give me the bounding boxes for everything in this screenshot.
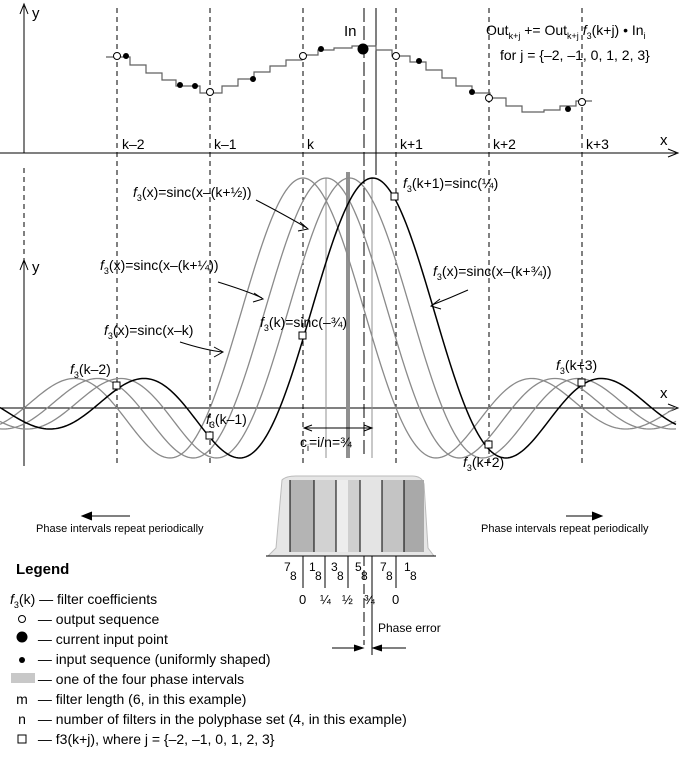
legend-text: — current input point — [37, 631, 168, 647]
curve-label-k: f3(x)=sinc(x–k) — [104, 322, 193, 341]
legend-item-output: — output sequence — [10, 609, 159, 629]
in-label: In — [344, 23, 357, 40]
formula-line-2: for j = {–2, –1, 0, 1, 2, 3} — [500, 47, 650, 63]
legend-text: — number of filters in the polyphase set… — [37, 711, 407, 727]
ci-arrow-right — [363, 424, 374, 432]
mid-x-label: x — [660, 385, 668, 402]
ci-label: ci=i/n=¾ — [300, 434, 352, 453]
legend-text: — f3(k+j), where j = {–2, –1, 0, 1, 2, 3… — [37, 731, 275, 747]
phase-value: 0 — [392, 592, 399, 607]
output-staircase — [106, 45, 592, 113]
legend-text: — input sequence (uniformly shaped) — [37, 651, 271, 667]
mid-y-arrow — [19, 258, 29, 271]
fraction-den: 8 — [290, 569, 297, 583]
legend-title: Legend — [16, 561, 70, 578]
phase-interval — [290, 480, 314, 552]
curve-label-q1: f3(x)=sinc(x–(k+¼)) — [100, 257, 219, 276]
fraction-den: 8 — [337, 569, 344, 583]
phase-interval — [314, 480, 336, 552]
open-circle-icon — [10, 609, 34, 629]
phase-error-arrowhead-right — [371, 644, 383, 652]
point-label-k: f3(k)=sinc(–¾) — [260, 314, 347, 333]
top-x-arrow — [667, 148, 680, 158]
phase-error-label: Phase error — [378, 621, 441, 635]
legend-text: — output sequence — [37, 611, 160, 627]
leader-arrows — [179, 199, 469, 358]
fraction-num: 5 — [355, 560, 362, 574]
dot-icon — [10, 649, 34, 669]
legend-item-squares: — f3(k+j), where j = {–2, –1, 0, 1, 2, 3… — [10, 729, 274, 749]
open-square-icon — [10, 729, 34, 749]
right-repeat-arrowhead — [591, 511, 604, 521]
fraction-num: 7 — [284, 560, 291, 574]
formula-line-1: Outk+j += Outk+j f3(k+j) • Ini — [486, 22, 646, 41]
curve-label-q2: f3(x)=sinc(x–(k+½)) — [133, 184, 252, 203]
gray-rect-icon — [10, 669, 35, 689]
top-x-label: x — [660, 132, 668, 149]
phase-interval — [382, 480, 404, 552]
phase-interval — [360, 480, 382, 552]
legend-symbol-f3k: f3(k) — [10, 591, 36, 610]
point-label-kp2: f3(k+2) — [463, 454, 504, 473]
top-y-arrow — [19, 2, 29, 15]
phase-value: ¾ — [364, 592, 375, 607]
phase-interval — [336, 480, 348, 552]
tick-label: k+2 — [493, 136, 516, 152]
tick-label: k–2 — [122, 136, 145, 152]
legend-item-filter-length: m — filter length (6, in this example) — [10, 689, 246, 709]
ci-arrow-left — [302, 424, 313, 432]
phase-interval — [348, 480, 360, 552]
input-points — [123, 46, 571, 112]
phase-value: ½ — [342, 592, 353, 607]
point-label-kp1: f3(k+1)=sinc(¼) — [403, 175, 498, 194]
fraction-den: 8 — [361, 569, 368, 583]
curve-label-q3: f3(x)=sinc(x–(k+¾)) — [433, 263, 552, 282]
current-input-point — [357, 43, 369, 55]
phase-error-arrowhead-left — [353, 644, 365, 652]
legend-item-num-filters: n — number of filters in the polyphase s… — [10, 709, 407, 729]
legend-item-phase-interval: — one of the four phase intervals — [10, 669, 244, 689]
legend-text: — filter coefficients — [39, 591, 158, 607]
sinc-curve-q3 — [0, 177, 677, 459]
tick-labels: k–2 k–1 k k+1 k+2 k+3 — [122, 136, 609, 152]
legend-item-coefficients: f3(k) — filter coefficients — [10, 589, 157, 615]
point-label-km1: f3(k–1) — [206, 411, 247, 430]
legend-text: — one of the four phase intervals — [37, 671, 245, 687]
coefficient-squares — [112, 192, 586, 449]
fraction-den: 8 — [410, 569, 417, 583]
sinc-curve-q2 — [0, 177, 677, 459]
tick-label: k+1 — [400, 136, 423, 152]
tick-label: k — [307, 136, 315, 152]
legend-item-input-sequence: — input sequence (uniformly shaped) — [10, 649, 271, 669]
fraction-num: 3 — [331, 560, 338, 574]
output-points — [113, 52, 586, 106]
top-y-label: y — [32, 5, 40, 22]
phase-value: 0 — [299, 592, 306, 607]
left-repeat-arrowhead — [80, 511, 93, 521]
phase-interval — [404, 480, 424, 552]
fraction-num: 1 — [309, 560, 316, 574]
point-label-kp3: f3(k+3) — [556, 357, 597, 376]
fraction-num: 1 — [404, 560, 411, 574]
fraction-num: 7 — [380, 560, 387, 574]
filled-circle-icon — [10, 629, 34, 649]
tick-label: k+3 — [586, 136, 609, 152]
phase-tick-marks — [302, 556, 397, 655]
phase-repeat-right: Phase intervals repeat periodically — [481, 523, 649, 535]
legend-item-current-input: — current input point — [10, 629, 168, 649]
fraction-den: 8 — [315, 569, 322, 583]
fraction-den: 8 — [386, 569, 393, 583]
phase-value: ¼ — [320, 592, 331, 607]
legend-symbol-m: m — [16, 691, 28, 707]
mid-y-label: y — [32, 259, 40, 276]
phase-block-lines — [289, 480, 405, 552]
legend-text: — filter length (6, in this example) — [37, 691, 247, 707]
point-label-km2: f3(k–2) — [70, 361, 111, 380]
tick-label: k–1 — [214, 136, 237, 152]
phase-repeat-left: Phase intervals repeat periodically — [36, 523, 204, 535]
legend-symbol-n: n — [18, 711, 26, 727]
